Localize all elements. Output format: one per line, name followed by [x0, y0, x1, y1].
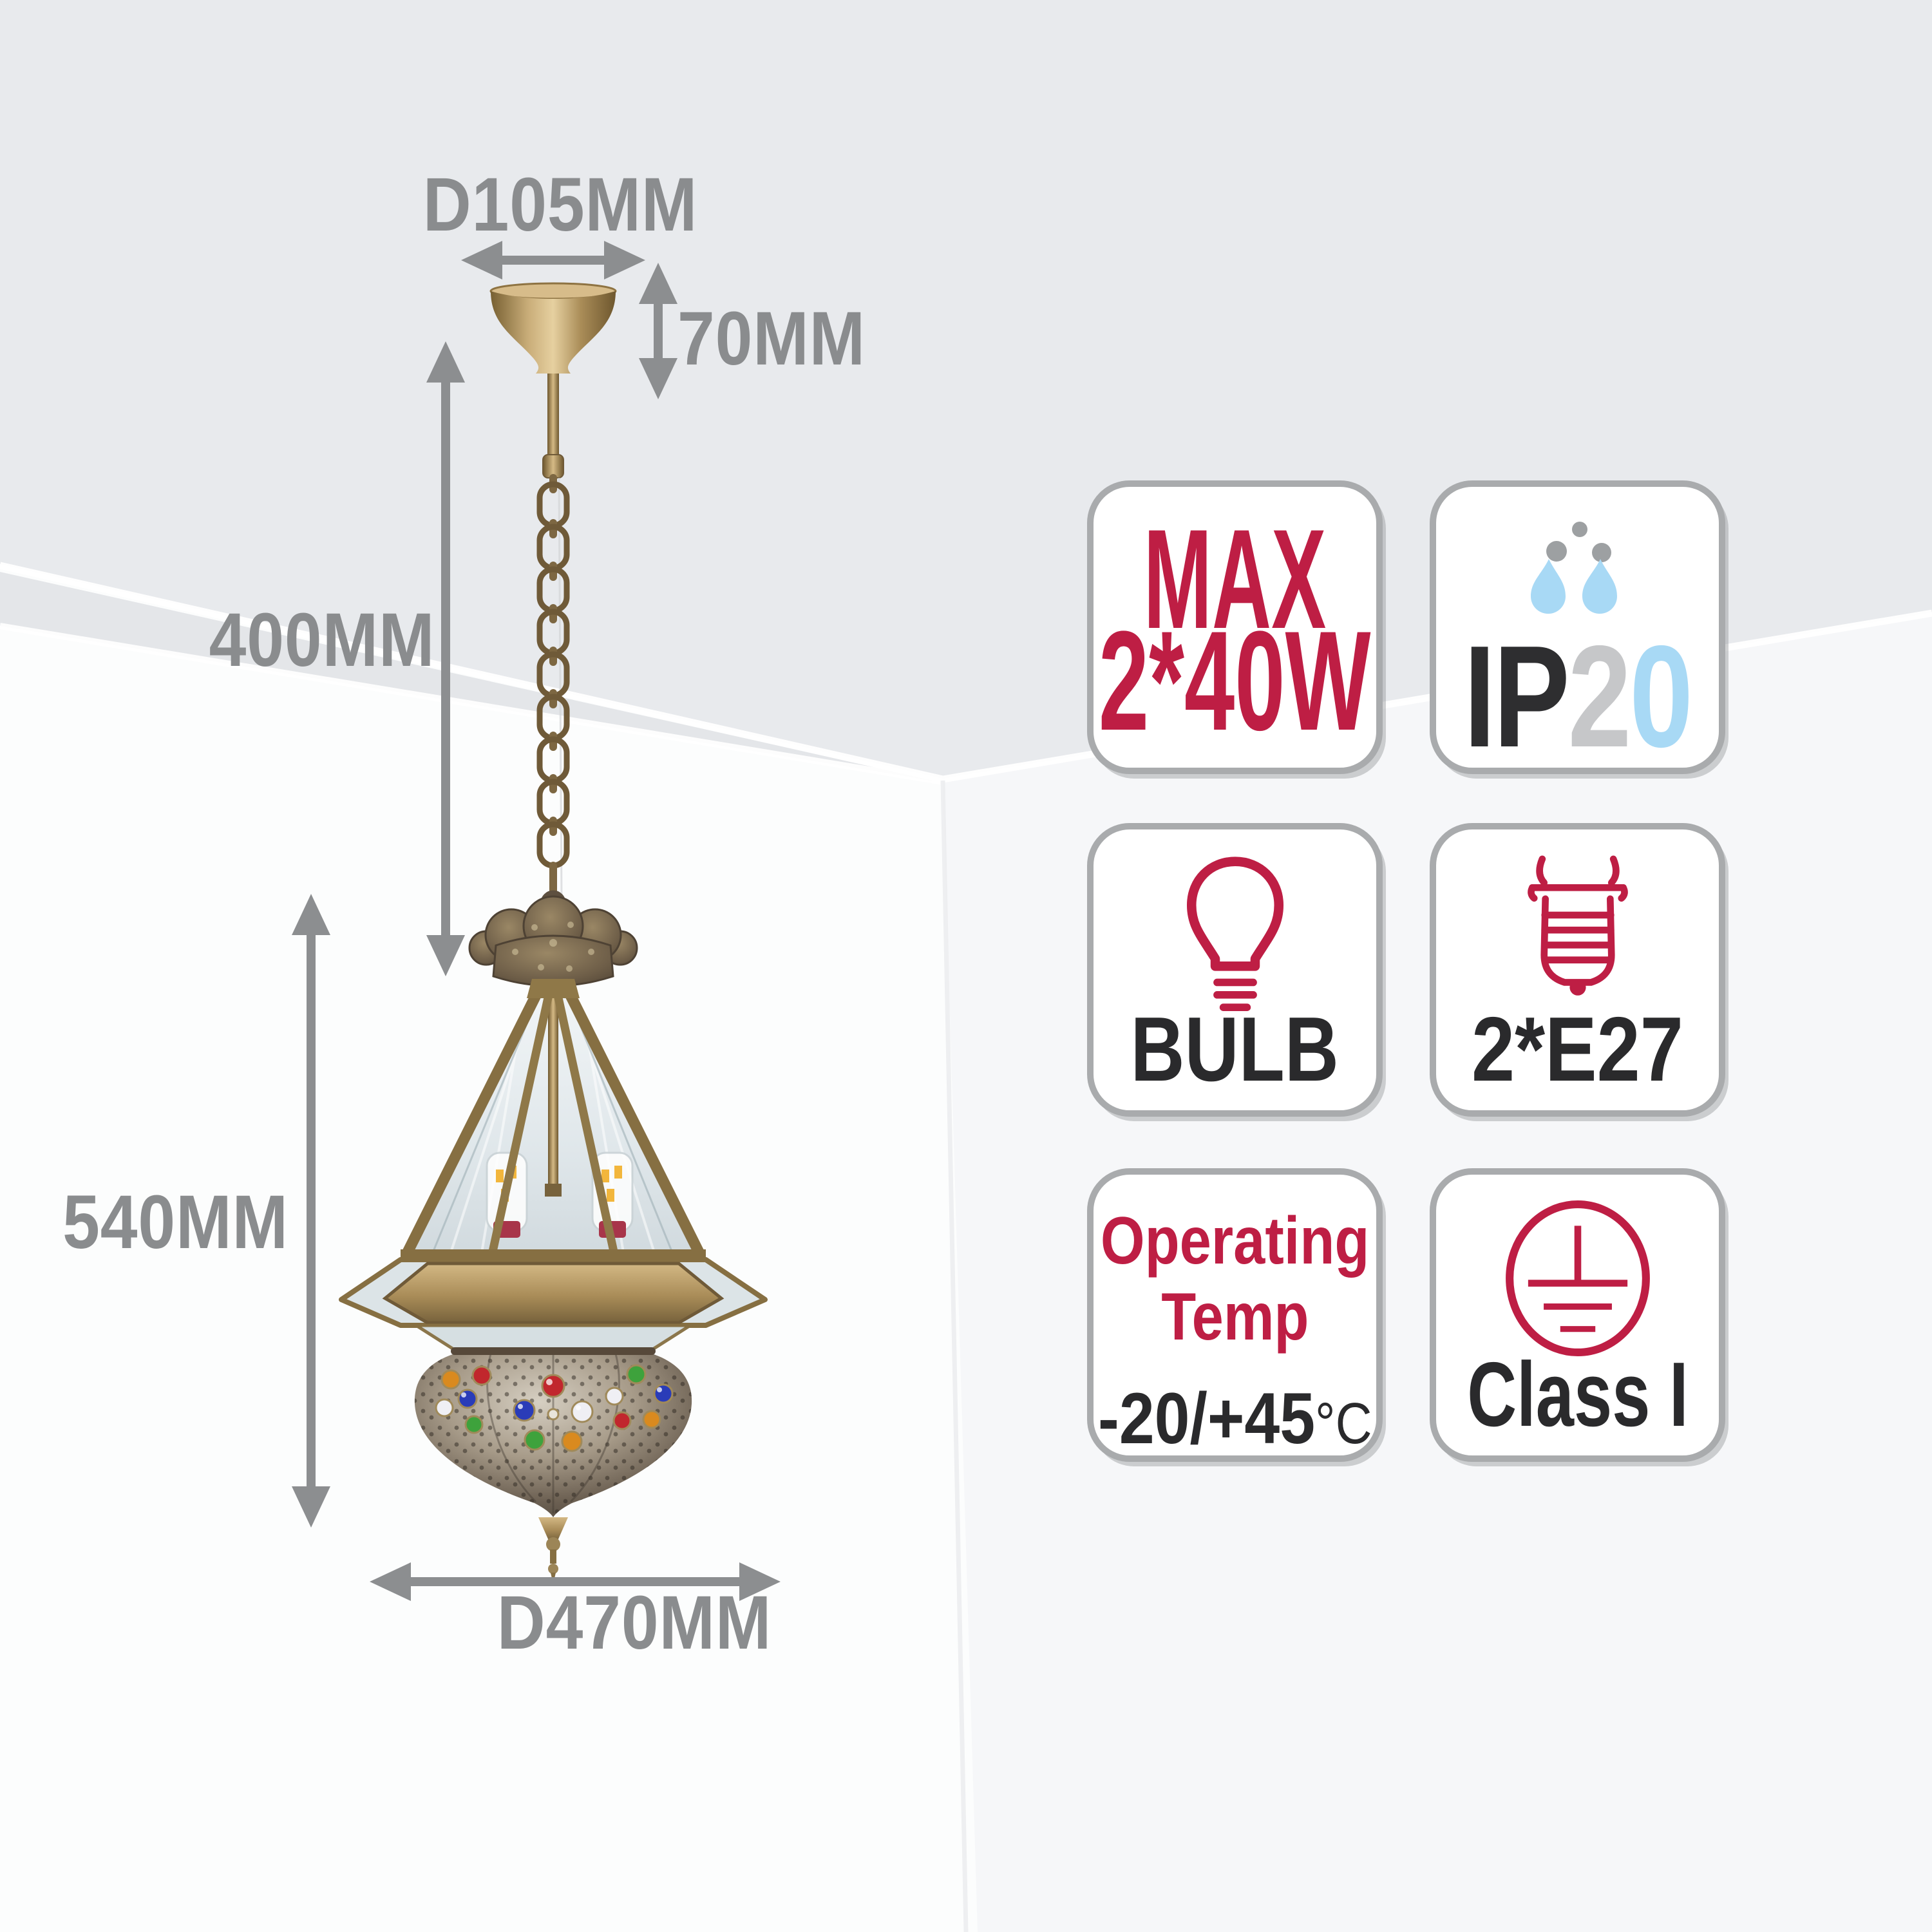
- badge-ip-rating: IP20: [1430, 480, 1725, 774]
- ip-digit-tens: 2: [1567, 615, 1632, 777]
- protection-class-label: Class I: [1466, 1343, 1689, 1446]
- arrow-suspension-length: [426, 341, 465, 976]
- lamp-stem: [542, 374, 564, 478]
- label-body-height: 540MM: [62, 1180, 289, 1265]
- lamp-tray: [339, 1257, 768, 1354]
- badge-bulb: BULB: [1087, 823, 1383, 1117]
- lamp-canopy: [489, 282, 617, 374]
- label-canopy-height: 70MM: [677, 296, 866, 381]
- lamp-glass-cone: [401, 979, 706, 1260]
- arrow-canopy-diameter: [461, 241, 645, 279]
- bulb-icon: [1186, 857, 1283, 1011]
- dimension-arrows: [292, 241, 781, 1601]
- lamp-filigree-belly: [414, 1347, 692, 1517]
- jewel-flower-right: [605, 1364, 674, 1430]
- lamp-crown: [468, 890, 638, 989]
- badge-operating-temp: Operating Temp -20/+45°C: [1087, 1168, 1383, 1462]
- jewel-flower-left: [435, 1365, 492, 1434]
- badge-lamp-holder: 2*E27: [1430, 823, 1725, 1117]
- operating-temp-line2: Temp: [1160, 1280, 1309, 1354]
- arrow-canopy-height: [639, 263, 677, 399]
- lamp-chain: [540, 474, 567, 899]
- operating-temp-line1: Operating: [1100, 1204, 1370, 1278]
- badge-max-power: MAX 2*40W: [1087, 480, 1383, 774]
- lamp-finial: [538, 1517, 568, 1584]
- ip-prefix: IP: [1463, 615, 1570, 777]
- celsius-unit: °C: [1314, 1391, 1372, 1455]
- max-power-line1: MAX: [1143, 500, 1327, 658]
- earth-ground-icon: [1505, 1200, 1650, 1356]
- ip-rating-text: IP20: [1464, 624, 1693, 769]
- ip-digit-ones: 0: [1629, 615, 1693, 777]
- pendant-lamp-illustration: [339, 282, 768, 1584]
- label-suspension-length: 400MM: [209, 598, 435, 683]
- jewel-flower-center: [513, 1374, 594, 1452]
- arrow-body-height: [292, 894, 330, 1528]
- label-canopy-diameter: D105MM: [422, 162, 698, 247]
- arrow-body-diameter: [370, 1562, 781, 1601]
- lamp-holder-label: 2*E27: [1472, 998, 1683, 1101]
- badge-protection-class: Class I: [1430, 1168, 1725, 1462]
- operating-temp-range: -20/+45°C: [1097, 1378, 1372, 1459]
- max-power-line2: 2*40W: [1099, 601, 1371, 760]
- label-body-diameter: D470MM: [497, 1580, 772, 1665]
- bulb-label: BULB: [1130, 998, 1340, 1101]
- e27-socket-icon: [1527, 855, 1628, 996]
- water-drops-icon: [1530, 522, 1617, 614]
